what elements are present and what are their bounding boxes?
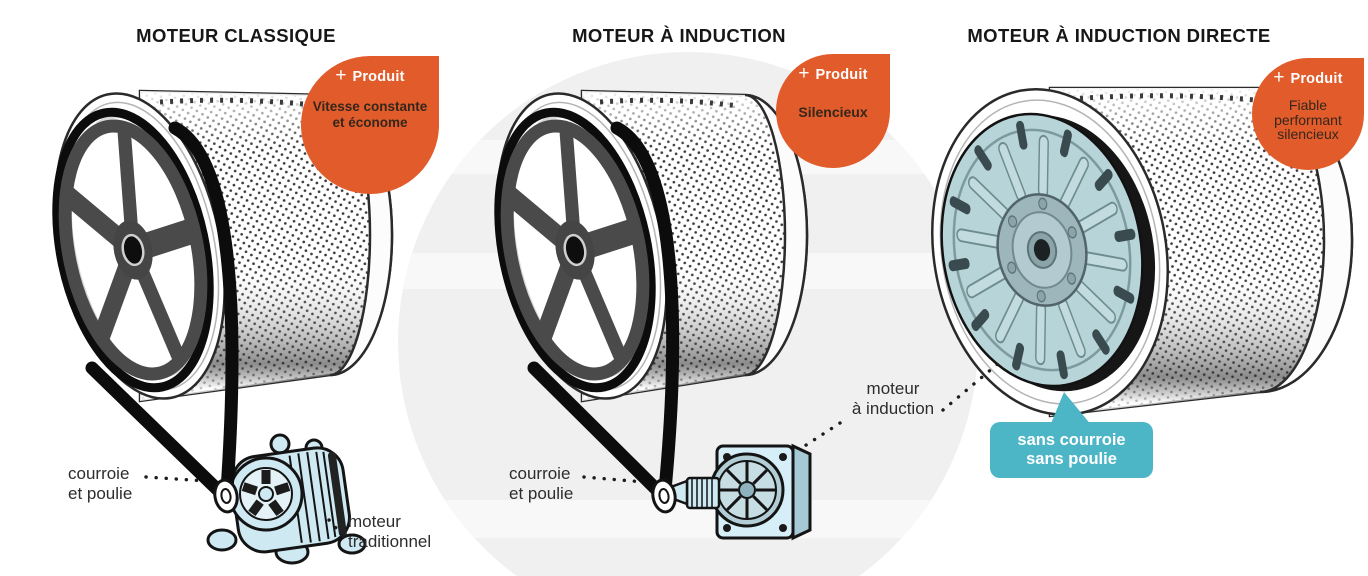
direct-drive-rotor-illustration [940, 112, 1156, 392]
plus-icon: + [335, 65, 347, 86]
small-pulley-induction [651, 478, 677, 514]
leader-moteur-induction-left [798, 421, 842, 451]
callout-line: sans poulie [1026, 450, 1117, 468]
label-courroie-poulie-induction: courroie et poulie [509, 464, 573, 503]
belt-classique [85, 121, 239, 501]
label-line: moteur [348, 512, 401, 531]
leader-moteur-traditionnel [327, 518, 346, 539]
motor-induction-illustration [669, 443, 812, 541]
badge-tag-label: Produit [1290, 71, 1343, 87]
label-line: courroie [68, 464, 130, 483]
badge-tag-label: Produit [815, 67, 868, 83]
badge-tag: + Produit [1273, 67, 1343, 88]
pulley-wheel-induction [494, 107, 656, 393]
badge-tag: + Produit [335, 65, 405, 86]
label-line: et poulie [68, 483, 133, 503]
panel-title-induction: MOTEUR À INDUCTION [572, 25, 786, 46]
label-line: et poulie [509, 483, 574, 503]
badge-description: Fiable performant silencieux [1274, 98, 1342, 142]
label-line: courroie [509, 464, 571, 483]
label-line: à induction [851, 398, 935, 418]
badge-description: Vitesse constante et économe [313, 99, 428, 131]
badge-desc-line: silencieux [1277, 126, 1339, 142]
callout-line: sans courroie [1017, 431, 1126, 449]
badge-desc-line: Fiable [1288, 97, 1328, 113]
badge-desc-line: et économe [332, 115, 408, 130]
badge-description: Silencieux [798, 104, 867, 120]
panel-title-induction-directe: MOTEUR À INDUCTION DIRECTE [967, 25, 1271, 46]
callout-sans-courroie: sans courroie sans poulie [990, 422, 1153, 478]
plus-icon: + [1273, 67, 1285, 88]
belt-induction [527, 121, 680, 501]
small-pulley-classique [213, 478, 239, 514]
label-courroie-poulie-classique: courroie et poulie [68, 464, 132, 503]
product-badge-induction: + Produit Silencieux [776, 54, 890, 168]
panel-title-classique: MOTEUR CLASSIQUE [136, 25, 336, 46]
plus-icon: + [798, 63, 810, 84]
badge-tag: + Produit [798, 63, 868, 84]
callout-pointer [1050, 392, 1092, 426]
pulley-wheel-classique [52, 107, 214, 393]
leader-courroie-induction [582, 475, 646, 484]
badge-desc-line: Silencieux [798, 104, 868, 120]
drum-back-rim [744, 93, 809, 377]
label-line: moteur [866, 379, 920, 398]
dotted-leader-lines [144, 360, 1002, 539]
label-moteur-a-induction: moteur à induction [843, 379, 943, 418]
motor-traditional-illustration [206, 433, 367, 565]
label-line: traditionnel [348, 531, 432, 551]
badge-tag-label: Produit [352, 69, 405, 85]
label-moteur-traditionnel: moteur traditionnel [348, 512, 431, 551]
badge-desc-line: performant [1274, 111, 1342, 128]
product-badge-classique: + Produit Vitesse constante et économe [301, 56, 439, 194]
leader-courroie-classique [144, 475, 208, 483]
product-badge-induction-directe: + Produit Fiable performant silencieux [1252, 58, 1364, 170]
badge-desc-line: Vitesse constante [312, 99, 428, 114]
leader-moteur-induction-right [941, 360, 1002, 412]
